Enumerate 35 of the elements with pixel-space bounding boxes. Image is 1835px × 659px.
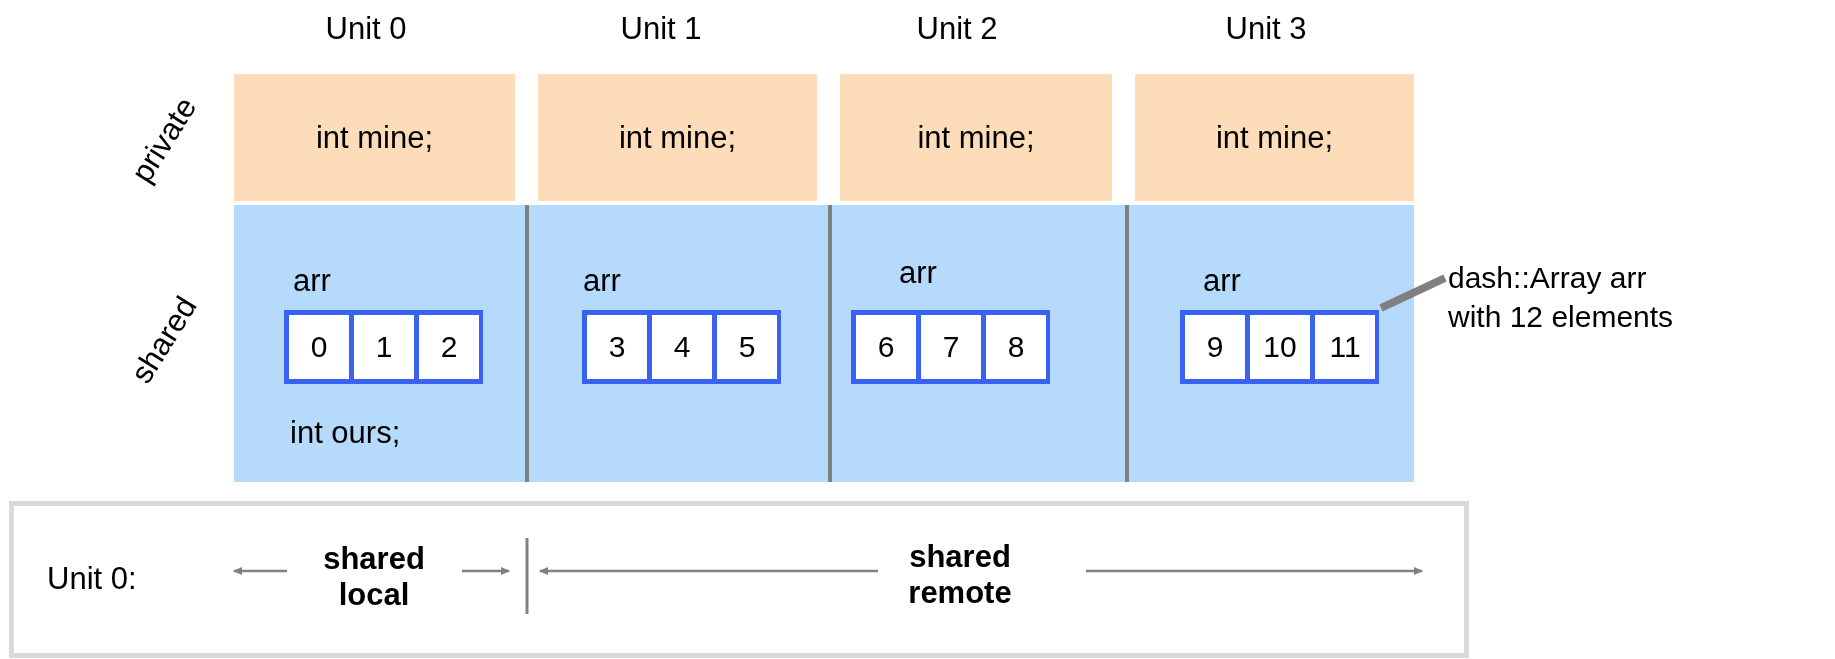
array-box bbox=[284, 310, 483, 384]
unit-heading: Unit 1 bbox=[620, 11, 702, 47]
array-element-cell: 5 bbox=[717, 315, 777, 379]
private-memory-box: int mine; bbox=[538, 74, 817, 201]
array-element-cell: 1 bbox=[354, 315, 414, 379]
unit-heading: Unit 3 bbox=[1225, 11, 1307, 47]
private-memory-box: int mine; bbox=[1135, 74, 1414, 201]
unit-heading: Unit 0 bbox=[325, 11, 407, 47]
variable-label: arr bbox=[293, 263, 331, 299]
array-box bbox=[851, 310, 1050, 384]
shared-memory-band bbox=[234, 205, 1414, 482]
array-element-cell: 9 bbox=[1185, 315, 1245, 379]
array-element-cell: 6 bbox=[856, 315, 916, 379]
region-label: shared remote bbox=[907, 539, 1013, 611]
row-label: Unit 0: bbox=[47, 561, 137, 597]
variable-label: int ours; bbox=[290, 415, 401, 451]
variable-label: arr bbox=[583, 263, 621, 299]
region-label: shared local bbox=[322, 541, 426, 613]
array-element-cell: 7 bbox=[921, 315, 981, 379]
variable-label: arr bbox=[1203, 263, 1241, 299]
legend-frame bbox=[9, 501, 1469, 658]
array-box bbox=[582, 310, 781, 384]
array-element-cell: 0 bbox=[289, 315, 349, 379]
array-element-cell: 3 bbox=[587, 315, 647, 379]
array-box bbox=[1180, 310, 1379, 384]
private-memory-box: int mine; bbox=[840, 74, 1112, 201]
array-element-cell: 11 bbox=[1315, 315, 1375, 379]
array-element-cell: 4 bbox=[652, 315, 712, 379]
annotation-text: dash::Array arr with 12 elements bbox=[1448, 258, 1698, 336]
private-memory-box: int mine; bbox=[234, 74, 515, 201]
array-element-cell: 2 bbox=[419, 315, 479, 379]
variable-label: arr bbox=[899, 255, 937, 291]
unit-heading: Unit 2 bbox=[916, 11, 998, 47]
array-element-cell: 8 bbox=[986, 315, 1046, 379]
array-element-cell: 10 bbox=[1250, 315, 1310, 379]
